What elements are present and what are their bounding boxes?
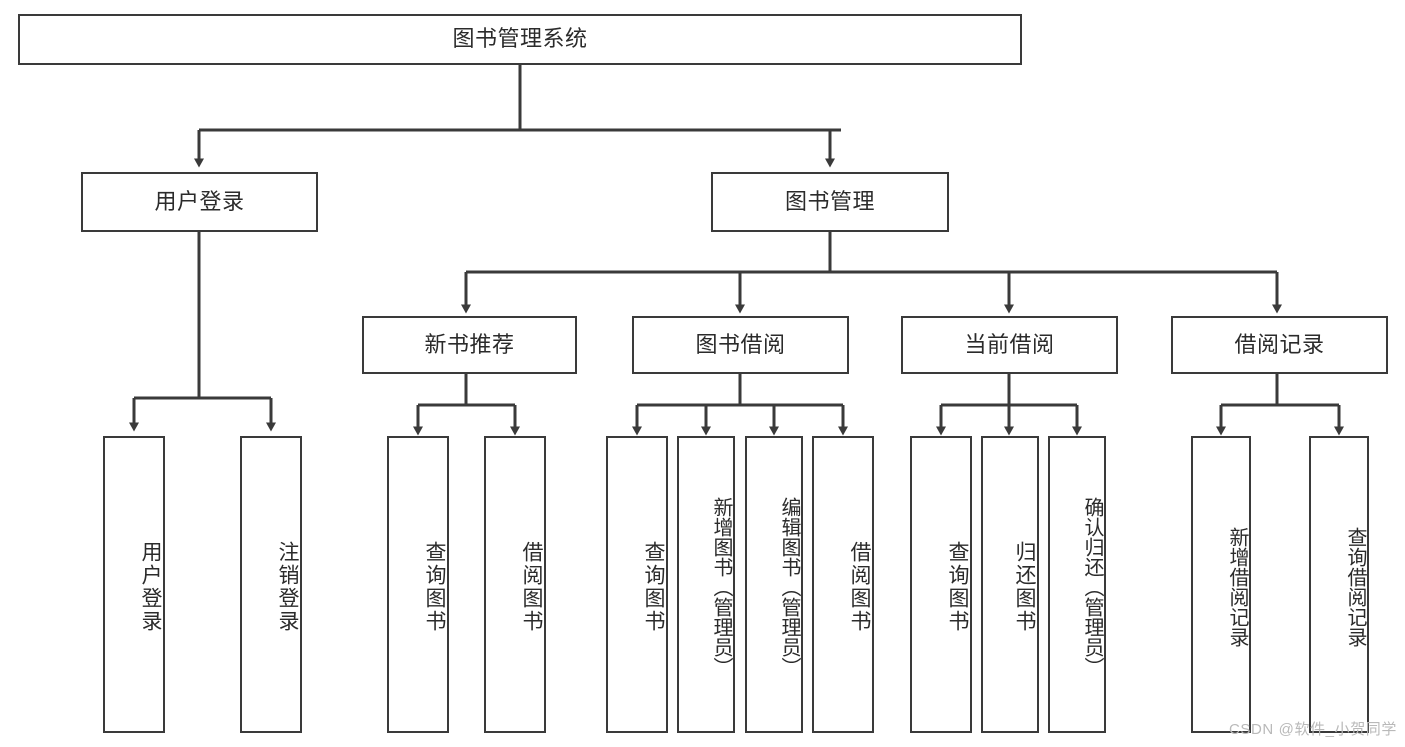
node-root-system[interactable]: 图书管理系统: [18, 14, 1022, 65]
node-new-book-recommend[interactable]: 新书推荐: [362, 316, 577, 374]
leaf-add-borrow-record[interactable]: 新增借阅记录: [1191, 436, 1251, 733]
leaf-confirm-return-admin[interactable]: 确认归还（管理员）: [1048, 436, 1106, 733]
node-current-borrow[interactable]: 当前借阅: [901, 316, 1118, 374]
csdn-watermark: CSDN @软件_小贺同学: [1228, 721, 1397, 738]
leaf-query-book-new[interactable]: 查询图书: [387, 436, 449, 733]
node-book-management[interactable]: 图书管理: [711, 172, 949, 232]
leaf-query-book-current[interactable]: 查询图书: [910, 436, 972, 733]
leaf-borrow-book[interactable]: 借阅图书: [812, 436, 874, 733]
node-user-login[interactable]: 用户登录: [81, 172, 318, 232]
leaf-query-borrow-record[interactable]: 查询借阅记录: [1309, 436, 1369, 733]
leaf-query-book-borrow[interactable]: 查询图书: [606, 436, 668, 733]
leaf-edit-book-admin[interactable]: 编辑图书（管理员）: [745, 436, 803, 733]
leaf-logout[interactable]: 注销登录: [240, 436, 302, 733]
leaf-return-book[interactable]: 归还图书: [981, 436, 1039, 733]
leaf-user-login[interactable]: 用户登录: [103, 436, 165, 733]
leaf-add-book-admin[interactable]: 新增图书（管理员）: [677, 436, 735, 733]
node-borrow-record[interactable]: 借阅记录: [1171, 316, 1388, 374]
node-book-borrow[interactable]: 图书借阅: [632, 316, 849, 374]
leaf-borrow-book-new[interactable]: 借阅图书: [484, 436, 546, 733]
